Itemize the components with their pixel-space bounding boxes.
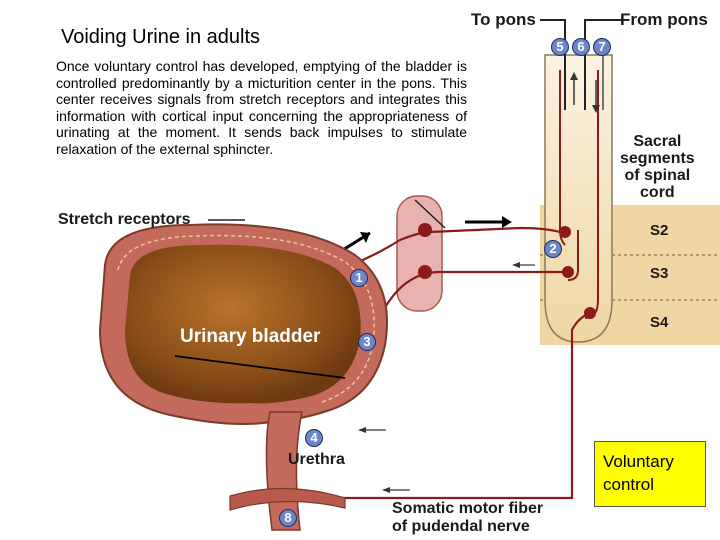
to-pons-label: To pons <box>471 10 536 29</box>
spinal-cord <box>544 54 613 343</box>
step-marker-5: 5 <box>551 38 569 56</box>
somatic-motor-label: Somatic motor fiber of pudendal nerve <box>392 500 543 536</box>
step-marker-6: 6 <box>572 38 590 56</box>
callout-line2: control <box>603 475 655 494</box>
callout-line1: Voluntary <box>603 452 674 471</box>
tract-inner <box>567 230 579 281</box>
step-marker-1: 1 <box>350 269 368 287</box>
segment-s4: S4 <box>650 314 669 331</box>
segment-s3: S3 <box>650 265 669 282</box>
sacral-line1: Sacral <box>633 133 682 150</box>
step-marker-2: 2 <box>544 240 562 258</box>
page-title: Voiding Urine in adults <box>61 26 261 48</box>
from-pons-line <box>584 19 625 110</box>
cord-neuron-s2 <box>559 226 571 238</box>
sacral-segments-label: Sacral segments of spinal cord <box>620 133 695 201</box>
bladder-outer-line <box>117 234 375 403</box>
description-paragraph: Once voluntary control has developed, em… <box>56 58 467 157</box>
step-marker-8: 8 <box>279 509 297 527</box>
step-marker-3: 3 <box>358 333 376 351</box>
sacral-line3: of spinal <box>624 167 691 184</box>
sphincter <box>229 487 346 511</box>
sacral-line4: cord <box>640 184 675 201</box>
stretch-receptors-label: Stretch receptors <box>58 211 191 228</box>
urethra-label: Urethra <box>288 451 345 468</box>
somatic-motor-line1: Somatic motor fiber <box>392 500 544 517</box>
sacral-line2: segments <box>620 150 695 167</box>
somatic-motor-line2: of pudendal nerve <box>392 518 530 535</box>
step-marker-7: 7 <box>593 38 611 56</box>
pelvic-ganglion <box>396 195 443 312</box>
step-marker-4: 4 <box>305 429 323 447</box>
from-pons-label: From pons <box>620 10 708 29</box>
voluntary-control-callout: Voluntary control <box>594 441 706 507</box>
segment-s2: S2 <box>650 222 669 239</box>
to-pons-line <box>540 19 566 110</box>
urinary-bladder-label: Urinary bladder <box>180 326 321 347</box>
bladder-lumen <box>125 244 361 404</box>
sensory-to-ganglion <box>414 199 446 229</box>
